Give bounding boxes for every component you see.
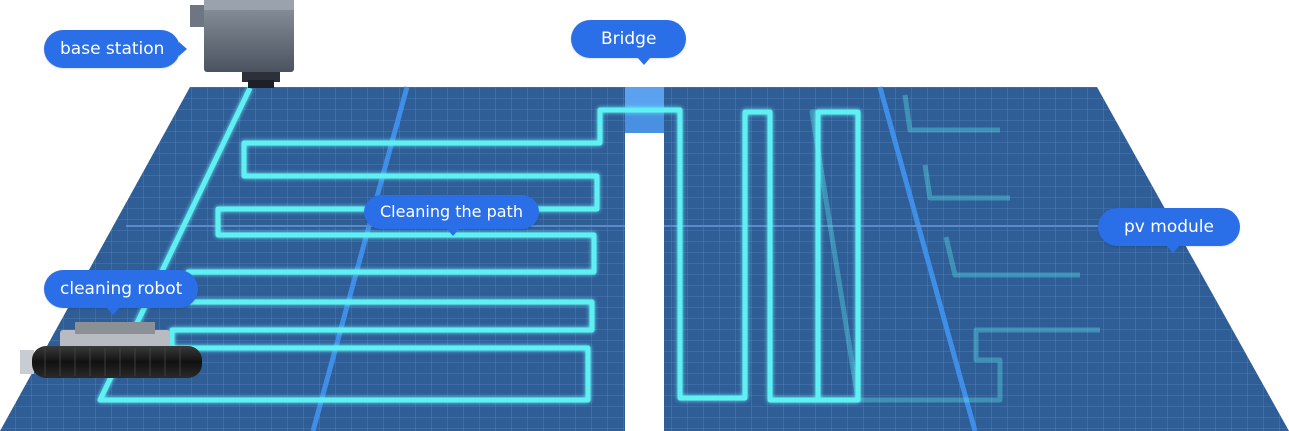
callout-pointer — [446, 228, 460, 236]
callout-base-station: base station — [44, 30, 188, 68]
callout-pointer — [106, 307, 120, 315]
cleaning-robot — [20, 322, 202, 378]
callout-pointer — [179, 42, 188, 56]
callout-cleaning-robot: cleaning robot — [44, 270, 199, 315]
callout-cleaning-path-label: Cleaning the path — [380, 202, 523, 221]
callout-pointer — [1166, 245, 1180, 253]
pv-panel-left — [0, 87, 625, 431]
callout-pv-module-label: pv module — [1124, 217, 1214, 237]
callout-cleaning-path: Cleaning the path — [364, 195, 539, 236]
callout-base-station-label: base station — [60, 39, 165, 59]
callout-bridge: Bridge — [571, 20, 687, 65]
callout-bridge-label: Bridge — [601, 29, 657, 49]
callout-pointer — [637, 57, 651, 65]
callout-pv-module: pv module — [1098, 208, 1240, 253]
pv-panel-right — [664, 87, 1289, 431]
callout-cleaning-robot-label: cleaning robot — [60, 279, 183, 299]
cleaning-path-faded — [809, 94, 1100, 403]
base-station — [190, 0, 294, 88]
cleaning-path — [97, 86, 861, 403]
